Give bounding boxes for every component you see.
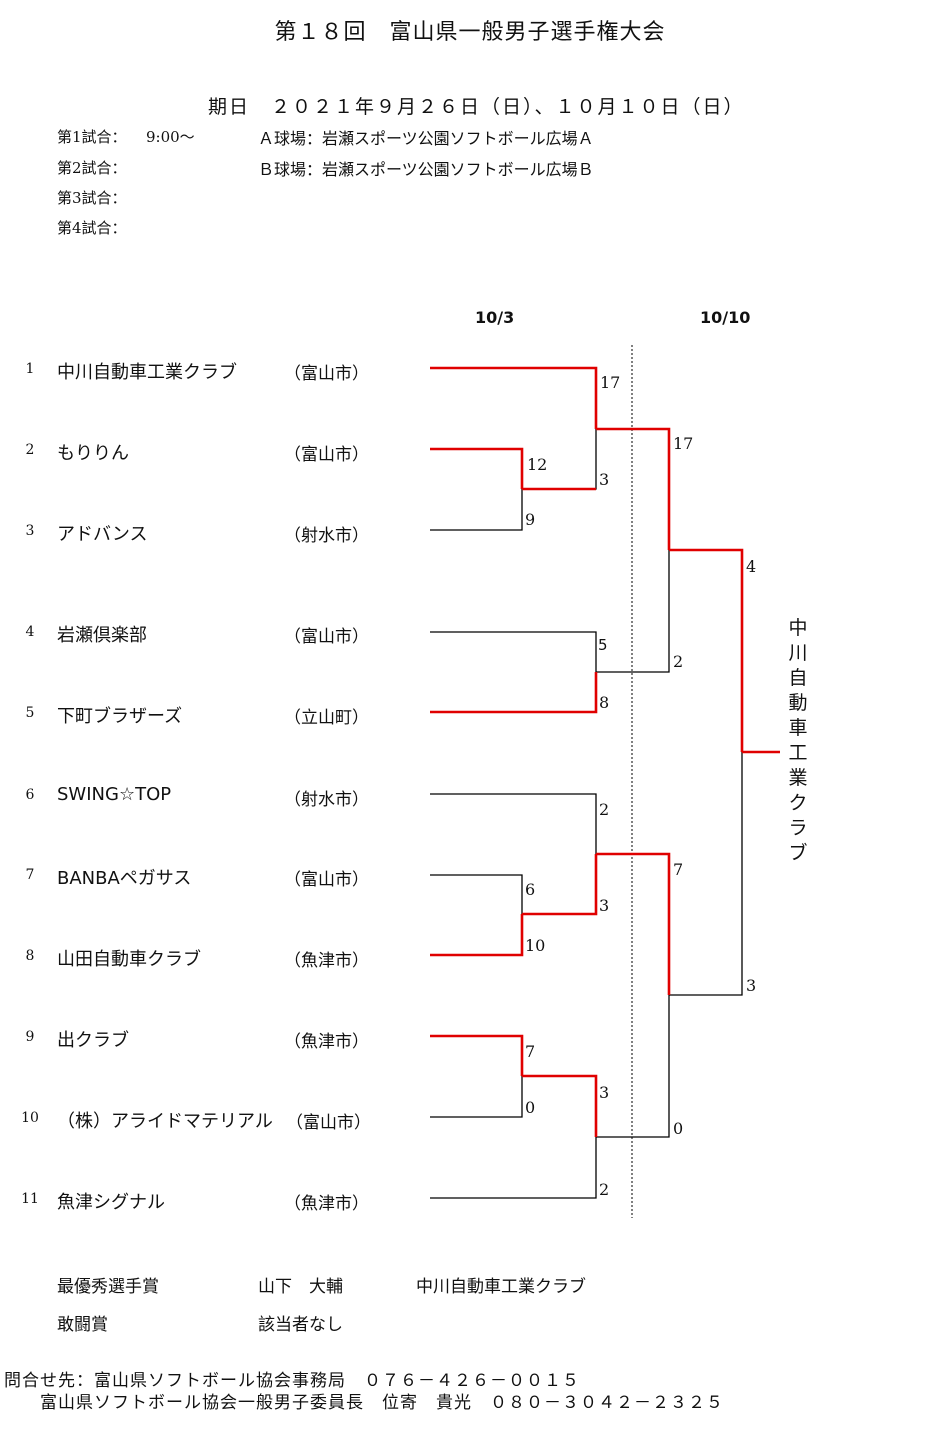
contact-line: 問合せ先：富山県ソフトボール協会事務局 ０７６－４２６－００１５ <box>4 1371 580 1391</box>
bracket-line <box>430 793 597 854</box>
score: 2 <box>673 652 684 671</box>
team-name: 魚津シグナル <box>57 1192 165 1213</box>
score: 8 <box>599 693 610 712</box>
award-label: 敢闘賞 <box>57 1315 108 1335</box>
award-team: 中川自動車工業クラブ <box>416 1277 586 1297</box>
team-seed: 9 <box>25 1029 35 1045</box>
team-name: 下町ブラザーズ <box>57 706 183 727</box>
schedule-label-3: 第3試合： <box>57 189 127 207</box>
score: 7 <box>525 1042 536 1061</box>
team-seed: 2 <box>25 442 35 458</box>
team-city: （立山町） <box>284 708 369 728</box>
team-seed: 4 <box>25 624 35 640</box>
winner-line <box>596 852 671 995</box>
bracket-line <box>430 631 597 672</box>
team-seed: 10 <box>21 1110 39 1126</box>
team-seed: 6 <box>25 787 35 803</box>
score: 6 <box>525 880 536 899</box>
bracket-line <box>430 1137 597 1199</box>
team-name: 中川自動車工業クラブ <box>57 362 237 383</box>
winner-line <box>596 427 671 550</box>
score: 17 <box>673 434 694 453</box>
schedule-label-1: 第1試合： <box>57 128 127 146</box>
round-date-1: 10/3 <box>475 308 515 327</box>
bracket-line <box>430 874 523 914</box>
score: 3 <box>599 896 610 915</box>
score: 2 <box>599 800 610 819</box>
team-city: （魚津市） <box>284 1194 369 1214</box>
award-recipient: 該当者なし <box>258 1315 343 1335</box>
event-period: 期日 ２０２１年９月２６日（日）、１０月１０日（日） <box>208 96 745 118</box>
field-b: Ｂ球場：岩瀬スポーツ公園ソフトボール広場Ｂ <box>258 160 594 179</box>
winner-line <box>669 548 744 752</box>
team-city: （富山市） <box>284 364 369 384</box>
score: 0 <box>673 1119 684 1138</box>
score: 17 <box>600 373 621 392</box>
contact-line: 富山県ソフトボール協会一般男子委員長 位寄 貴光 ０８０－３０４２－２３２５ <box>40 1393 724 1413</box>
score: 2 <box>599 1180 610 1199</box>
field-a: Ａ球場：岩瀬スポーツ公園ソフトボール広場Ａ <box>258 129 594 148</box>
team-name: 山田自動車クラブ <box>57 949 201 970</box>
score: 4 <box>746 557 757 576</box>
team-name: アドバンス <box>57 524 148 545</box>
award-recipient: 山下 大輔 <box>258 1277 343 1297</box>
winner-line <box>430 447 524 489</box>
score: 12 <box>527 455 548 474</box>
bracket-line <box>430 489 523 531</box>
team-city: （富山市） <box>284 627 369 647</box>
score: 3 <box>599 470 610 489</box>
score: 0 <box>525 1098 536 1117</box>
round-date-2: 10/10 <box>700 308 751 327</box>
bracket-line <box>596 995 670 1138</box>
score: 5 <box>598 636 608 654</box>
score: 7 <box>673 860 684 879</box>
award-label: 最優秀選手賞 <box>57 1277 159 1297</box>
winner-line <box>430 1034 524 1076</box>
winner-line <box>522 1074 598 1137</box>
team-name: （株）アライドマテリアル <box>57 1111 273 1132</box>
team-seed: 5 <box>25 705 35 721</box>
team-name: もりりん <box>57 443 129 464</box>
team-seed: 3 <box>25 523 35 539</box>
schedule-label-4: 第4試合： <box>57 219 127 237</box>
winner-line <box>522 854 598 916</box>
team-city: （魚津市） <box>284 1032 369 1052</box>
team-city: （富山市） <box>284 445 369 465</box>
team-city: （富山市） <box>284 870 369 890</box>
page-title: 第１８回 富山県一般男子選手権大会 <box>274 20 666 45</box>
team-city: （魚津市） <box>284 951 369 971</box>
team-name: 出クラブ <box>57 1030 129 1051</box>
team-city: （射水市） <box>284 790 369 810</box>
schedule-label-2: 第2試合： <box>57 159 127 177</box>
team-seed: 8 <box>25 948 35 964</box>
score: 3 <box>746 976 757 995</box>
schedule-time-1: 9:00～ <box>146 128 195 146</box>
score: 9 <box>525 510 536 529</box>
score: 10 <box>525 936 546 955</box>
team-name: SWING☆TOP <box>57 784 172 805</box>
bracket-line <box>430 1076 523 1118</box>
team-name: 岩瀬倶楽部 <box>57 625 147 646</box>
winner-line <box>430 672 598 714</box>
team-seed: 1 <box>25 361 35 377</box>
bracket-line <box>669 752 743 996</box>
team-city: （射水市） <box>284 526 369 546</box>
score: 3 <box>599 1083 610 1102</box>
winner-line <box>430 914 524 957</box>
bracket-line <box>596 550 670 673</box>
team-seed: 7 <box>25 867 35 883</box>
team-city: （富山市） <box>284 1108 371 1133</box>
team-seed: 11 <box>21 1191 39 1207</box>
team-name: BANBAペガサス <box>57 868 192 889</box>
winner-line <box>430 366 598 429</box>
champion-name: 中川自動車工業クラブ <box>788 617 808 864</box>
